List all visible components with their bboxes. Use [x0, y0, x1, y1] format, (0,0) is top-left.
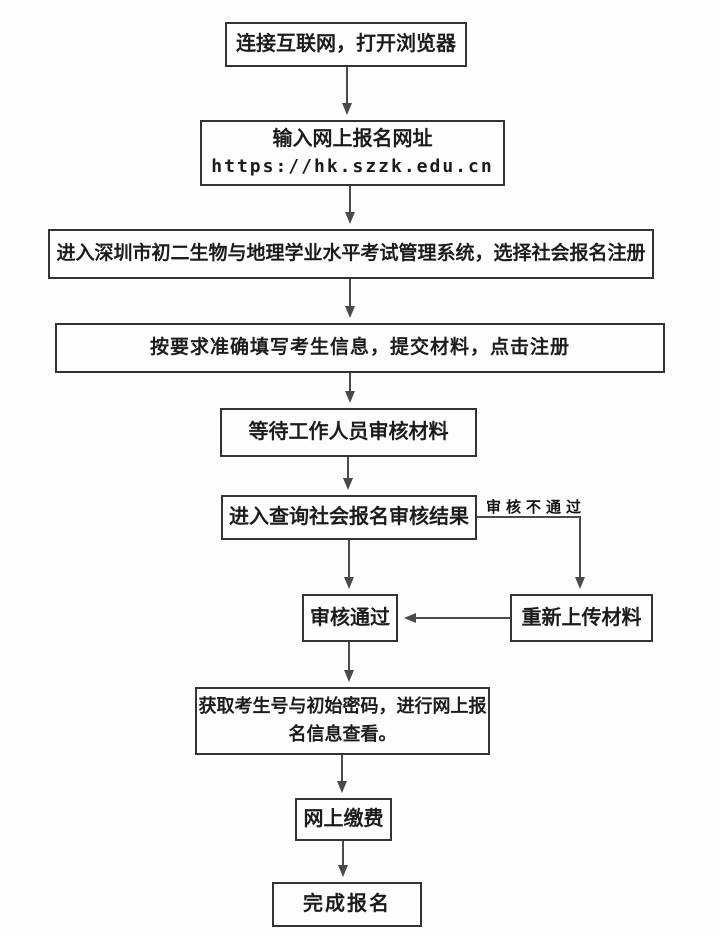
- flow-node-pay-online: 网上缴费: [295, 798, 392, 841]
- flow-node-connect-internet: 连接互联网，打开浏览器: [225, 22, 467, 67]
- flow-node-query-result: 进入查询社会报名审核结果: [221, 495, 477, 540]
- flow-node-enter-url: 输入网上报名网址 https://hk.szzk.edu.cn: [200, 120, 505, 186]
- node-label: 网上缴费: [303, 808, 384, 830]
- flow-node-get-credentials: 获取考生号与初始密码，进行网上报名信息查看。: [195, 687, 490, 755]
- flow-arrow-review-fail: [477, 516, 585, 589]
- flow-node-wait-review: 等待工作人员审核材料: [220, 408, 477, 457]
- flow-node-fill-info: 按要求准确填写考生信息，提交材料，点击注册: [55, 323, 665, 373]
- registration-url: https://hk.szzk.edu.cn: [211, 156, 494, 178]
- node-label: 审核通过: [310, 606, 390, 629]
- flow-node-reupload: 重新上传材料: [510, 594, 653, 642]
- node-label: 进入查询社会报名审核结果: [229, 506, 469, 528]
- flow-node-enter-system: 进入深圳市初二生物与地理学业水平考试管理系统，选择社会报名注册: [48, 229, 654, 279]
- node-label: 连接互联网，打开浏览器: [236, 33, 456, 55]
- node-label: 等待工作人员审核材料: [248, 421, 449, 443]
- node-label: 重新上传材料: [521, 606, 642, 629]
- flow-node-review-pass: 审核通过: [302, 594, 398, 642]
- flow-node-finish: 完成报名: [272, 882, 422, 927]
- node-label: 完成报名: [303, 893, 391, 915]
- edge-label-review-fail: 审核不通过: [486, 499, 587, 516]
- node-label: 获取考生号与初始密码，进行网上报名信息查看。: [198, 696, 487, 744]
- node-label: 按要求准确填写考生信息，提交材料，点击注册: [149, 337, 570, 359]
- node-label: 进入深圳市初二生物与地理学业水平考试管理系统，选择社会报名注册: [56, 243, 646, 265]
- node-label: 输入网上报名网址: [272, 128, 433, 151]
